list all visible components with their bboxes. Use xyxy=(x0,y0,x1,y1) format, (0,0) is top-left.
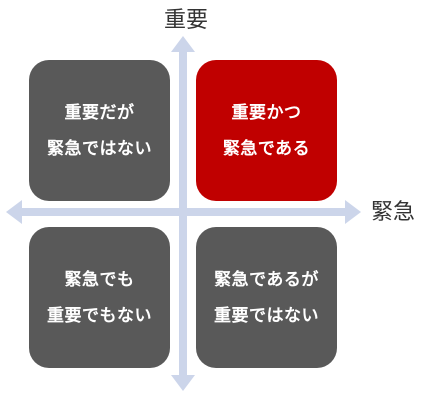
quadrant-line-1: 緊急であるが xyxy=(214,269,319,290)
vertical-axis-arrow-down xyxy=(171,375,195,391)
horizontal-axis-arrow-left xyxy=(6,200,22,224)
quadrant-line-1: 緊急でも xyxy=(64,269,135,290)
quadrant-line-2: 緊急ではない xyxy=(47,138,152,159)
quadrant-urgent-not-important: 緊急であるが 重要ではない xyxy=(196,227,337,368)
vertical-axis-arrow-up xyxy=(171,36,195,52)
quadrant-line-2: 重要でもない xyxy=(47,305,152,326)
quadrant-line-1: 重要だが xyxy=(64,102,135,123)
quadrant-line-2: 重要ではない xyxy=(214,305,319,326)
horizontal-axis-arrow-right xyxy=(345,200,361,224)
quadrant-not-urgent-not-important: 緊急でも 重要でもない xyxy=(29,227,170,368)
vertical-axis-label: 重要 xyxy=(164,8,209,33)
quadrant-line-1: 重要かつ xyxy=(231,102,302,123)
quadrant-important-urgent: 重要かつ 緊急である xyxy=(196,60,337,201)
horizontal-axis-label: 緊急 xyxy=(371,200,416,225)
quadrant-important-not-urgent: 重要だが 緊急ではない xyxy=(29,60,170,201)
horizontal-axis-line xyxy=(18,208,348,216)
quadrant-line-2: 緊急である xyxy=(222,138,311,159)
